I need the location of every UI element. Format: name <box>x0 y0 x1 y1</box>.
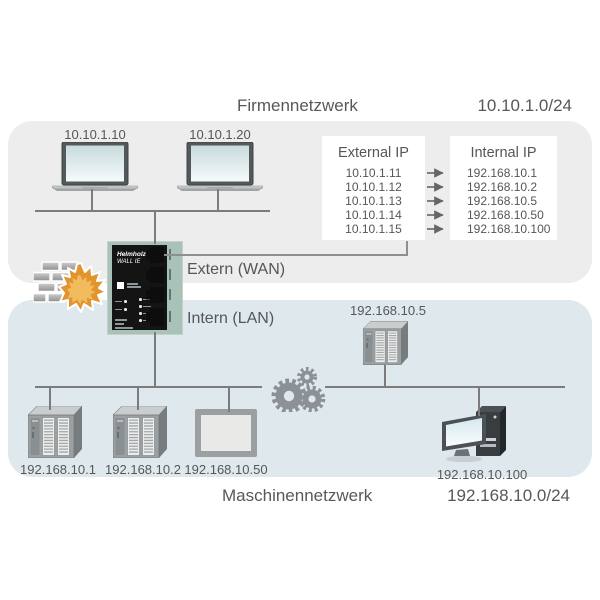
internal-ip-header: Internal IP <box>470 145 537 161</box>
wan-zone-label: Extern (WAN) <box>187 261 286 278</box>
plc-icon <box>363 321 409 365</box>
company-subnet-label: 10.10.1.0/24 <box>477 96 572 115</box>
hmi-panel-icon <box>195 409 257 457</box>
laptop-icon <box>52 142 138 191</box>
plc-uplink-ip: 192.168.10.5 <box>350 303 426 318</box>
plc-node-1: 192.168.10.1 <box>12 406 104 477</box>
hmi-panel-ip: 192.168.10.50 <box>184 462 268 477</box>
internal-ip: 192.168.10.2 <box>467 180 538 194</box>
external-ip: 10.10.1.14 <box>345 208 402 222</box>
ethernet-port-icon <box>146 287 164 303</box>
plc-2-ip: 192.168.10.2 <box>105 462 181 477</box>
laptop-node-1: 10.10.1.10 <box>50 127 140 192</box>
firewall-brand: Helmholz <box>117 251 146 258</box>
nat-table-external: External IP 10.10.1.11 10.10.1.12 10.10.… <box>322 136 425 240</box>
pc-node: 192.168.10.100 <box>432 406 532 482</box>
internal-ip: 192.168.10.50 <box>467 208 544 222</box>
machine-subnet-label: 192.168.10.0/24 <box>447 486 570 505</box>
firewall-device: Helmholz WALL IE <box>108 242 182 334</box>
laptop-1-ip: 10.10.1.10 <box>64 127 126 142</box>
lan-zone-label: Intern (LAN) <box>187 310 275 327</box>
external-ip-header: External IP <box>338 145 409 161</box>
plc-icon <box>113 406 168 458</box>
external-ip: 10.10.1.13 <box>345 194 402 208</box>
ethernet-port-icon <box>146 267 164 283</box>
gears-icon <box>271 367 326 412</box>
nat-table-internal: Internal IP 192.168.10.1 192.168.10.2 19… <box>450 136 557 240</box>
laptop-icon <box>177 142 263 191</box>
external-ip: 10.10.1.11 <box>345 166 402 180</box>
external-ip: 10.10.1.15 <box>345 222 402 236</box>
desktop-pc-icon <box>442 406 506 463</box>
internal-ip-list: 192.168.10.1 192.168.10.2 192.168.10.5 1… <box>450 166 557 236</box>
firewall-flame-icon <box>33 261 107 313</box>
pc-ip: 192.168.10.100 <box>436 467 528 482</box>
firewall-model: WALL IE <box>117 259 141 265</box>
plc-node-2: 192.168.10.2 <box>97 406 189 477</box>
external-ip: 10.10.1.12 <box>345 180 402 194</box>
internal-ip: 192.168.10.5 <box>467 194 538 208</box>
plc-1-ip: 192.168.10.1 <box>20 462 96 477</box>
ethernet-port-icon <box>146 247 164 263</box>
external-ip-list: 10.10.1.11 10.10.1.12 10.10.1.13 10.10.1… <box>322 166 425 236</box>
machine-network-title: Maschinennetzwerk <box>222 486 373 505</box>
flame-icon <box>58 262 107 313</box>
internal-ip: 192.168.10.1 <box>467 166 538 180</box>
plc-node-uplink: 192.168.10.5 <box>338 303 438 366</box>
ethernet-port-icon <box>146 308 164 326</box>
plc-icon <box>28 406 83 458</box>
laptop-2-ip: 10.10.1.20 <box>189 127 251 142</box>
hmi-panel-node: 192.168.10.50 <box>181 409 271 477</box>
internal-ip: 192.168.10.100 <box>467 222 551 236</box>
company-network-title: Firmennetzwerk <box>237 96 358 115</box>
config-button-icon <box>117 282 124 289</box>
laptop-node-2: 10.10.1.20 <box>175 127 265 192</box>
